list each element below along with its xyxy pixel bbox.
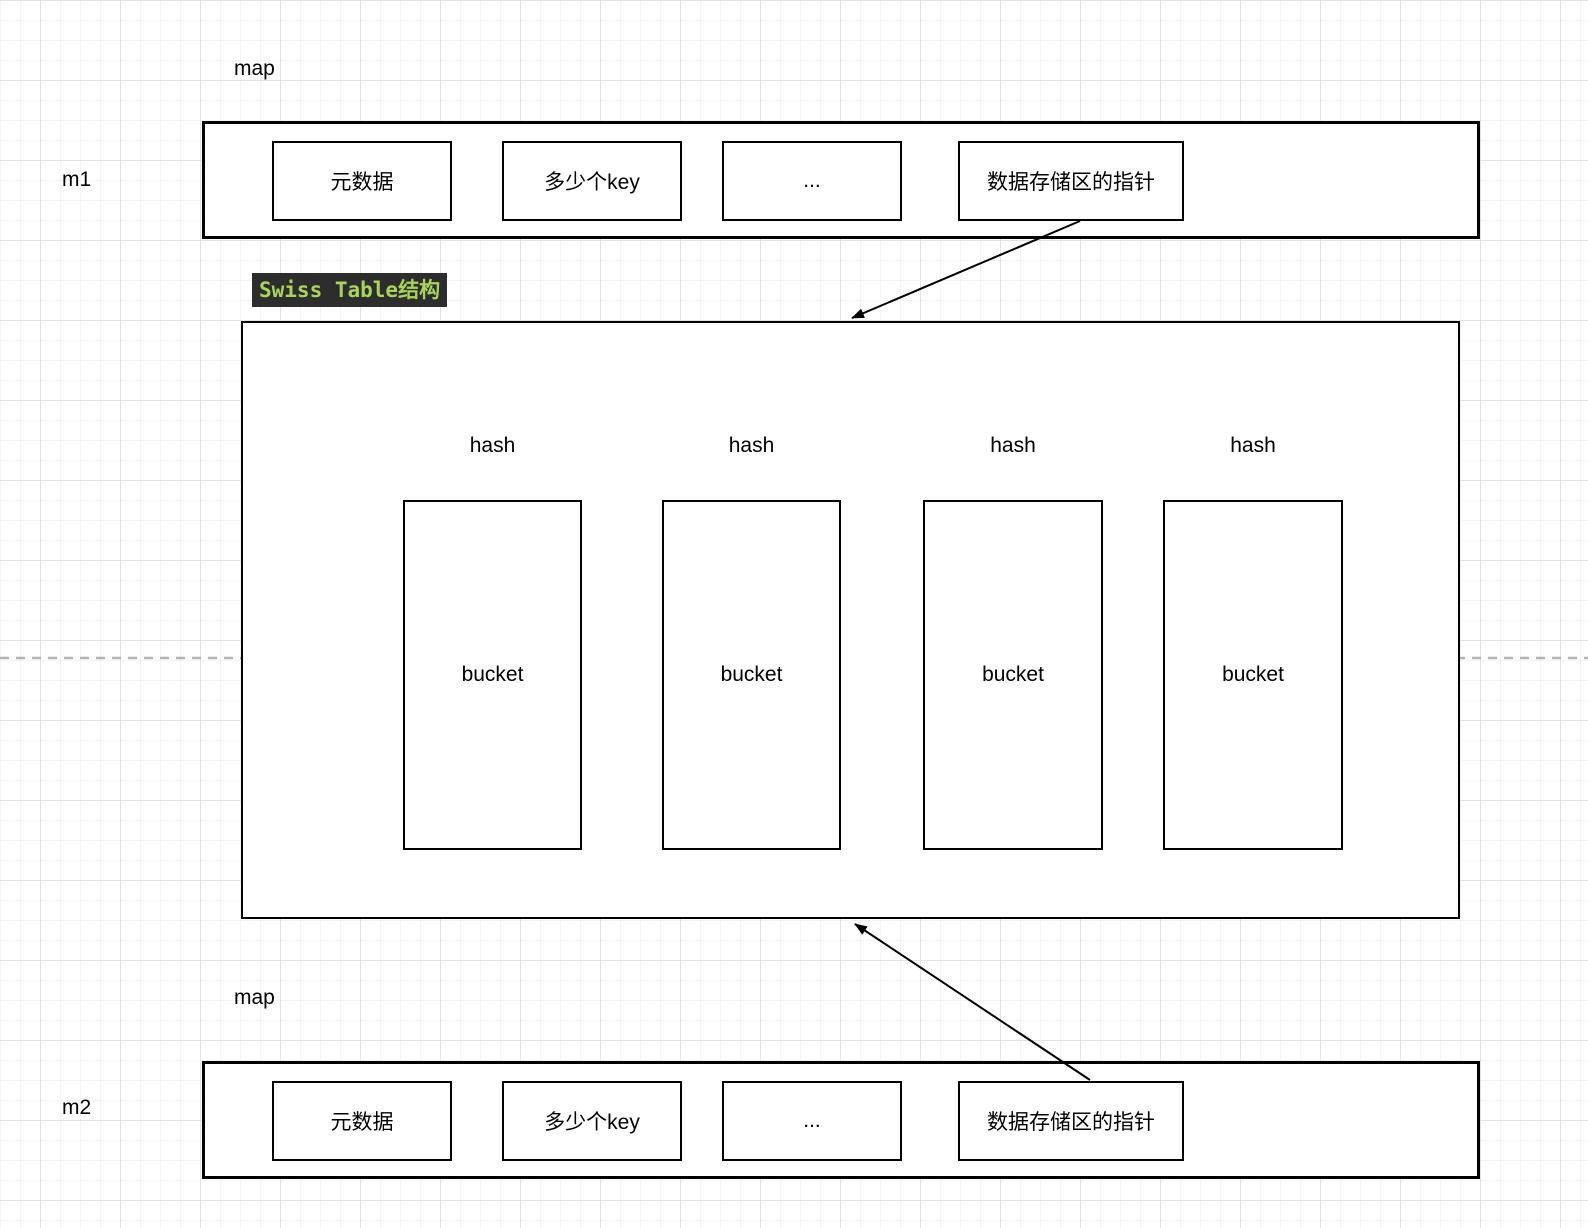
m1-field-data-pointer: 数据存储区的指针 [958, 141, 1184, 221]
m1-struct-rect: 元数据 多少个key ... 数据存储区的指针 [202, 121, 1480, 239]
bucket-2: bucket [662, 500, 841, 850]
bucket-1-label: bucket [461, 663, 524, 686]
m2-field-ellipsis-label: ... [803, 1109, 821, 1132]
m2-label: m2 [62, 1096, 92, 1119]
m2-field-data-pointer-label: 数据存储区的指针 [987, 1111, 1155, 1134]
m2-struct-rect: 元数据 多少个key ... 数据存储区的指针 [202, 1061, 1480, 1179]
arrow-m2-pointer-to-swiss-table [854, 923, 1091, 1081]
bucket-4: bucket [1163, 500, 1343, 850]
m2-field-data-pointer: 数据存储区的指针 [958, 1081, 1184, 1161]
m2-field-metadata: 元数据 [272, 1081, 452, 1161]
hash-label-2: hash [728, 434, 775, 457]
m1-field-keycount-label: 多少个key [544, 171, 640, 194]
m1-field-keycount: 多少个key [502, 141, 682, 221]
hash-label-3: hash [990, 434, 1036, 457]
hash-label-4: hash [1230, 434, 1276, 457]
m1-field-ellipsis-label: ... [803, 169, 821, 192]
bucket-4-label: bucket [1222, 663, 1284, 686]
m2-field-ellipsis: ... [722, 1081, 902, 1161]
map-label-m1: map [234, 57, 275, 80]
m1-field-metadata: 元数据 [272, 141, 452, 221]
swiss-table-rect: hash hash hash hash bucket bucket bucket… [241, 321, 1460, 919]
swiss-table-title: Swiss Table结构 [252, 273, 448, 307]
m2-field-metadata-label: 元数据 [330, 1111, 394, 1134]
m1-field-ellipsis: ... [722, 141, 902, 221]
m2-field-keycount-label: 多少个key [544, 1111, 640, 1134]
m2-field-keycount: 多少个key [502, 1081, 682, 1161]
m1-label: m1 [62, 168, 92, 191]
bucket-1: bucket [403, 500, 582, 850]
bucket-3: bucket [923, 500, 1103, 850]
bucket-2-label: bucket [720, 663, 783, 686]
map-label-m2: map [234, 986, 275, 1009]
m1-field-metadata-label: 元数据 [330, 171, 394, 194]
hash-label-1: hash [469, 434, 516, 457]
m1-field-data-pointer-label: 数据存储区的指针 [987, 171, 1155, 194]
bucket-3-label: bucket [982, 663, 1044, 686]
